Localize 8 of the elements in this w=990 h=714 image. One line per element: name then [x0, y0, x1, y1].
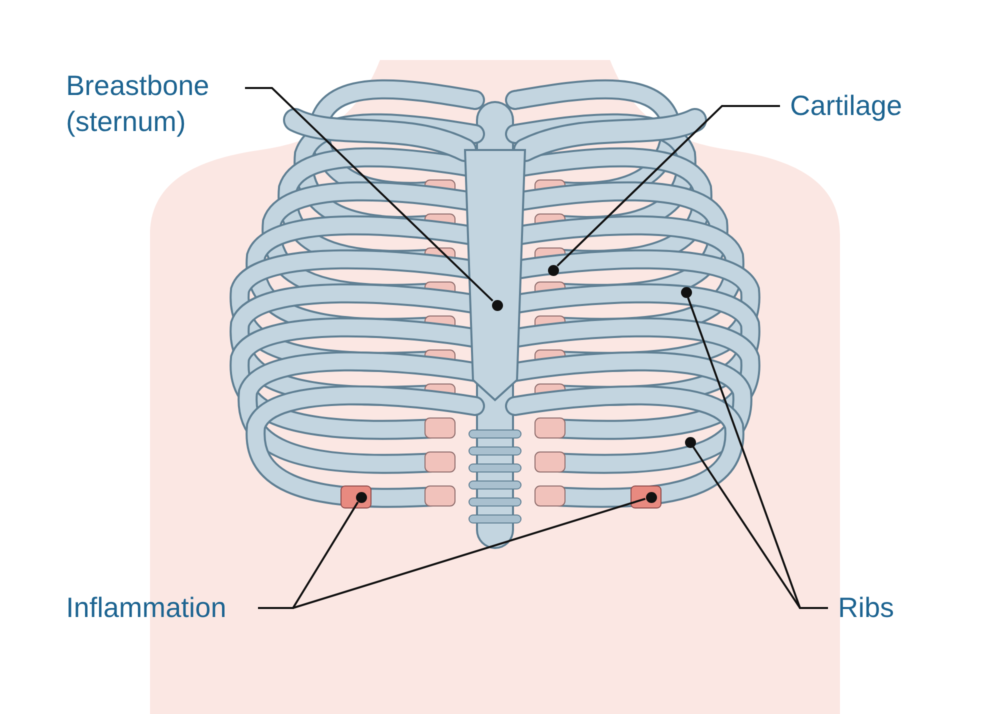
- leader-line: [258, 498, 646, 609]
- leader-line: [245, 87, 494, 302]
- callout-label: Inflammation: [66, 590, 226, 626]
- callout-label: Breastbone (sternum): [66, 68, 241, 140]
- leader-line: [556, 105, 780, 267]
- leader-line: [692, 446, 828, 609]
- callout-label: Cartilage: [790, 88, 902, 124]
- callout-label: Ribs: [838, 590, 894, 626]
